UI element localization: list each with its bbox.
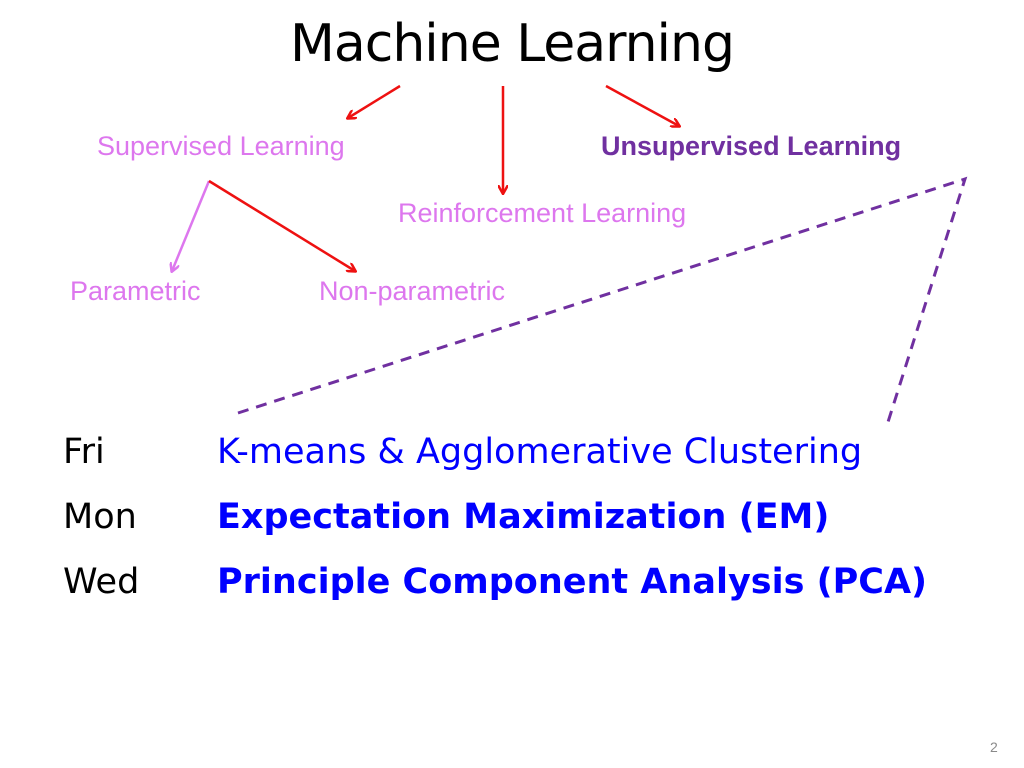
schedule-day-wed: Wed xyxy=(63,562,140,602)
slide-title: Machine Learning xyxy=(290,14,735,74)
arrow-to-supervised xyxy=(348,84,401,118)
schedule-topic-kmeans: K-means & Agglomerative Clustering xyxy=(217,432,863,472)
page-number: 2 xyxy=(990,739,998,755)
node-unsupervised-learning: Unsupervised Learning xyxy=(601,131,902,161)
arrow-to-unsupervised xyxy=(605,84,679,126)
arrow-to-parametric xyxy=(172,180,211,271)
node-non-parametric: Non-parametric xyxy=(319,276,506,306)
node-reinforcement-learning: Reinforcement Learning xyxy=(398,198,687,228)
schedule-day-fri: Fri xyxy=(63,432,105,472)
node-supervised-learning: Supervised Learning xyxy=(97,131,345,161)
node-parametric: Parametric xyxy=(70,276,201,306)
schedule-topic-em: Expectation Maximization (EM) xyxy=(217,497,830,537)
schedule-day-mon: Mon xyxy=(63,497,137,537)
unsupervised-dashed-callout xyxy=(237,176,968,423)
arrow-to-nonparametric xyxy=(208,179,355,271)
schedule-topic-pca: Principle Component Analysis (PCA) xyxy=(217,562,928,602)
